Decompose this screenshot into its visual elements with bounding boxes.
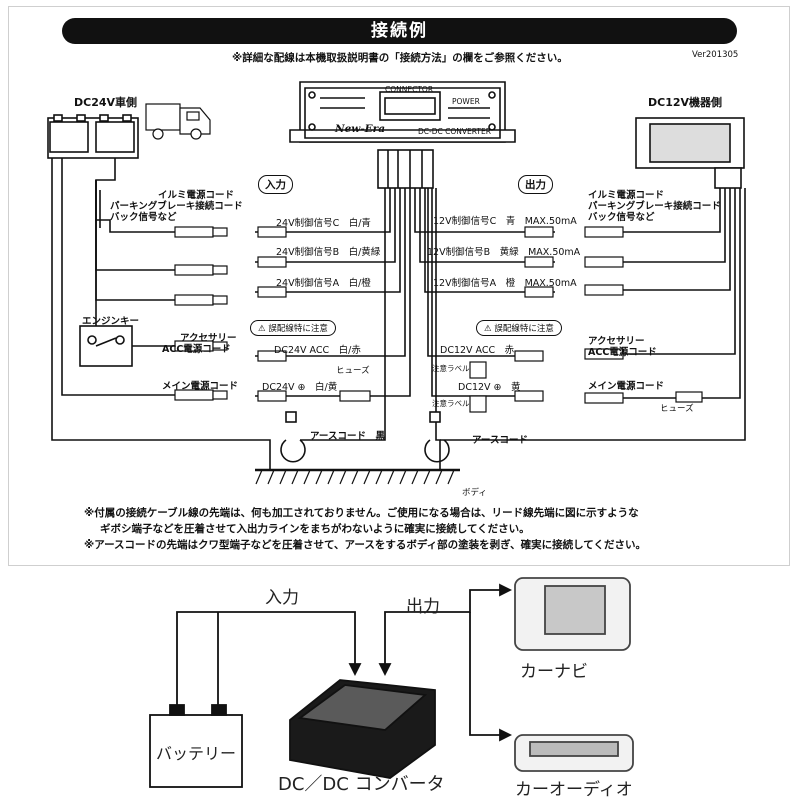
input-signal-a: 24V制御信号A 白/橙: [276, 278, 371, 289]
dest-label: DC12V機器側: [648, 96, 723, 109]
input-warning: ⚠ 誤配線特に注意: [250, 320, 336, 336]
left-desc-2: パーキングブレーキ接続コード: [110, 201, 243, 212]
input-acc: DC24V ACC 白/赤: [274, 345, 361, 356]
simple-output-label: 出力: [406, 597, 440, 617]
left-fuse-label: ヒューズ: [336, 366, 370, 376]
truck-icon: [145, 103, 211, 140]
right-main-label: メイン電源コード: [588, 381, 665, 392]
body-label: ボディ: [462, 488, 487, 498]
output-main: DC12V ⊕ 黄: [458, 382, 521, 393]
output-warning-text: 誤配線特に注意: [494, 324, 554, 334]
output-signal-b: 12V制御信号B 黄緑 MAX.50mA: [427, 247, 581, 258]
model-label: DC-DC CONVERTER: [418, 127, 491, 136]
footnote-1: ※付属の接続ケーブル線の先端は、何も加工されておりません。ご使用になる場合は、リ…: [84, 507, 639, 519]
navi-caption: カーナビ: [520, 662, 588, 682]
input-badge: 入力: [258, 175, 293, 194]
version-label: Ver201305: [692, 50, 739, 60]
reference-note: ※詳細な配線は本機取扱説明書の「接続方法」の欄をご参照ください。: [232, 52, 568, 64]
left-ground-label: アースコード 黒: [310, 431, 385, 442]
engine-key-label: エンジンキー: [82, 316, 140, 327]
output-warning: ⚠ 誤配線特に注意: [476, 320, 562, 336]
wire-harness-connector: [377, 149, 434, 189]
right-desc-3: バック信号など: [588, 212, 655, 223]
input-main: DC24V ⊕ 白/黄: [262, 382, 338, 393]
warning-icon: ⚠: [258, 324, 269, 334]
left-acc-label-1: アクセサリー: [180, 333, 237, 344]
input-signal-b: 24V制御信号B 白/黄緑: [276, 247, 381, 258]
converter-caption: DC／DC コンバータ: [278, 774, 445, 795]
output-acc: DC12V ACC 赤: [440, 345, 515, 356]
car-navi-unit-icon: [635, 117, 745, 189]
right-acc-label-1: アクセサリー: [588, 336, 645, 347]
body-ground-hatch: [255, 469, 455, 485]
source-label: DC24V車側: [74, 96, 138, 109]
simple-connection-diagram: [149, 577, 634, 788]
right-fuse-label: ヒューズ: [660, 404, 694, 414]
connector-label: CONNECTOR: [385, 85, 434, 94]
output-signal-c: 12V制御信号C 青 MAX.50mA: [433, 216, 577, 227]
battery-label: バッテリー: [156, 744, 237, 763]
power-label: POWER: [452, 97, 480, 106]
ground-terminals: [280, 411, 450, 463]
left-acc-label-2: ACC電源コード: [162, 344, 231, 355]
right-desc-2: パーキングブレーキ接続コード: [588, 201, 721, 212]
brand-label: New-Era: [335, 123, 386, 135]
left-desc-3: バック信号など: [110, 212, 177, 223]
footnote-2: ギボシ端子などを圧着させて入出力ラインをまちがわないように確実に接続してください…: [100, 523, 530, 535]
right-desc-1: イルミ電源コード: [588, 190, 665, 201]
right-acc-label-2: ACC電源コード: [588, 347, 657, 358]
caution-label-1: 注意ラベル: [432, 364, 470, 373]
left-desc-1: イルミ電源コード: [158, 190, 235, 201]
left-main-label: メイン電源コード: [162, 381, 239, 392]
output-badge: 出力: [518, 175, 553, 194]
source-battery-icon: [47, 114, 139, 159]
page-title: 接続例: [62, 18, 737, 44]
engine-key-switch: [79, 325, 133, 367]
audio-caption: カーオーディオ: [515, 780, 633, 800]
output-signal-a: 12V制御信号A 橙 MAX.50mA: [433, 278, 577, 289]
bullet-terminals: [174, 226, 703, 413]
dc-dc-converter-illustration: [289, 81, 516, 143]
warning-icon: ⚠: [484, 324, 495, 334]
right-ground-label: アースコード: [472, 435, 528, 446]
footnote-3: ※アースコードの先端はクワ型端子などを圧着させて、アースをするボディ部の塗装を剥…: [84, 539, 646, 551]
simple-input-label: 入力: [265, 588, 299, 608]
input-warning-text: 誤配線特に注意: [268, 324, 328, 334]
input-signal-c: 24V制御信号C 白/青: [276, 218, 371, 229]
caution-label-2: 注意ラベル: [432, 399, 470, 408]
